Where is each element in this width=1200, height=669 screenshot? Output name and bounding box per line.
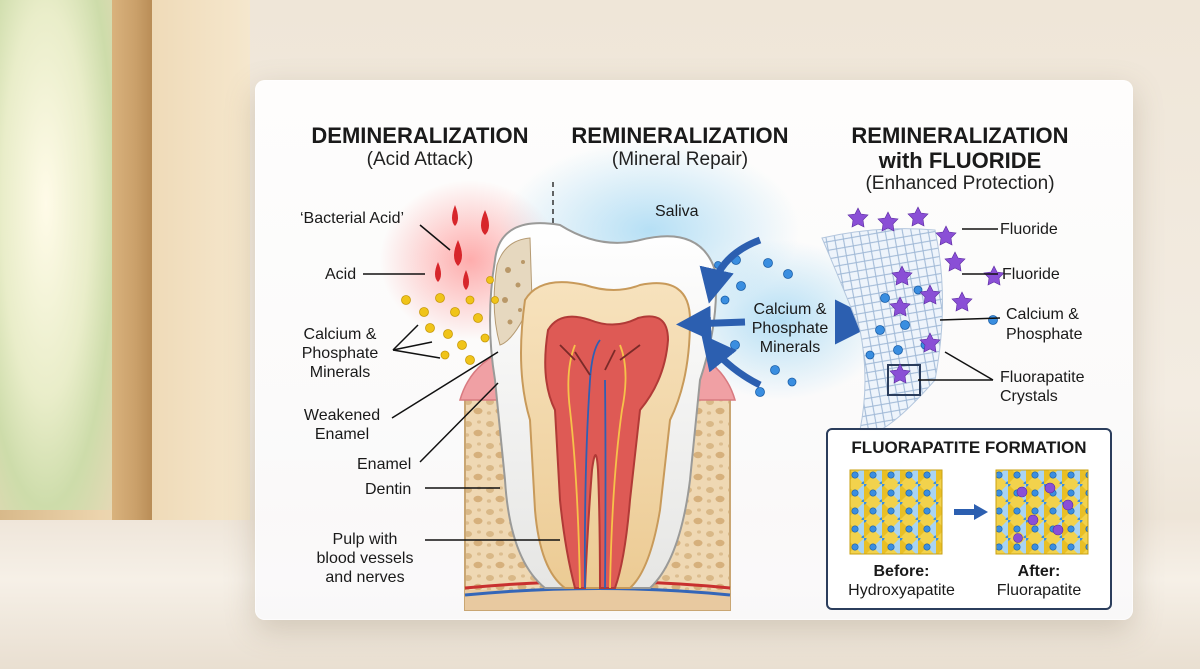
inset-after-label: After: — [1017, 563, 1061, 580]
label-dentin: Dentin — [365, 481, 412, 498]
label-minerals-mid-3: Minerals — [759, 339, 821, 356]
window-frame — [112, 0, 152, 560]
bone-base — [465, 590, 730, 610]
heading-remineralization: REMINERALIZATION — [571, 123, 789, 148]
label-pulp-2: blood vessels — [316, 550, 414, 567]
arrow-minerals-in — [676, 305, 746, 341]
label-calcium-right-2: Phosphate — [1006, 326, 1083, 343]
leader-lines — [363, 224, 1001, 541]
enamel-erosion-pits — [502, 260, 525, 325]
inset-before-label: Before: — [873, 563, 930, 580]
label-enamel: Enamel — [357, 456, 412, 473]
window-glass — [0, 0, 115, 510]
label-minerals-mid-2: Phosphate — [751, 320, 829, 337]
heading-remineralization-fluoride-2: with FLUORIDE — [878, 148, 1042, 173]
arrow-saliva-in — [699, 236, 762, 304]
arrow-minerals-in-lower — [701, 334, 762, 389]
label-calcium-left-3: Minerals — [309, 364, 371, 381]
label-acid: Acid — [325, 266, 357, 283]
subheading-enhanced-protection: (Enhanced Protection) — [865, 173, 1055, 194]
subheading-acid-attack: (Acid Attack) — [366, 149, 474, 170]
label-weakened-1: Weakened — [303, 407, 381, 424]
heading-demineralization: DEMINERALIZATION — [311, 123, 529, 148]
label-fluoride-1: Fluoride — [1000, 221, 1058, 238]
label-saliva: Saliva — [655, 203, 699, 220]
inset-before-value: Hydroxyapatite — [848, 582, 955, 599]
tooth-pulp — [544, 315, 670, 589]
label-fluoride-2: Fluoride — [1002, 266, 1060, 283]
inset-after-value: Fluorapatite — [996, 582, 1082, 599]
label-calcium-left-1: Calcium & — [303, 326, 377, 343]
label-fluorapatite-1: Fluorapatite — [1000, 369, 1085, 386]
pulp-vessels — [559, 339, 641, 589]
heading-remineralization-fluoride-1: REMINERALIZATION — [851, 123, 1069, 148]
label-calcium-right-1: Calcium & — [1006, 306, 1079, 323]
label-minerals-mid-1: Calcium & — [753, 301, 827, 318]
hydroxyapatite-lattice — [849, 469, 943, 555]
label-fluorapatite-2: Crystals — [1000, 388, 1058, 405]
label-pulp-3: and nerves — [325, 569, 405, 586]
label-pulp-1: Pulp with — [332, 531, 398, 548]
label-calcium-left-2: Phosphate — [301, 345, 379, 362]
crystal-lattice-artwork — [849, 469, 1089, 555]
label-weakened-2: Enamel — [314, 426, 370, 443]
lattice-transform-arrow — [974, 504, 988, 520]
fluoride-ions-in-lattice — [1013, 482, 1074, 543]
fluorapatite-formation-inset: FLUORAPATITE FORMATION Before: Hydroxyap… — [826, 428, 1112, 610]
mineral-dots-yellow — [401, 276, 499, 365]
acid-drops — [435, 205, 489, 290]
fluoride-stars — [847, 206, 1005, 384]
fluorapatite-lattice — [995, 469, 1089, 555]
label-bacterial-acid: ‘Bacterial Acid’ — [300, 210, 405, 227]
subheading-mineral-repair: (Mineral Repair) — [611, 149, 749, 170]
inset-title: FLUORAPATITE FORMATION — [851, 438, 1087, 457]
